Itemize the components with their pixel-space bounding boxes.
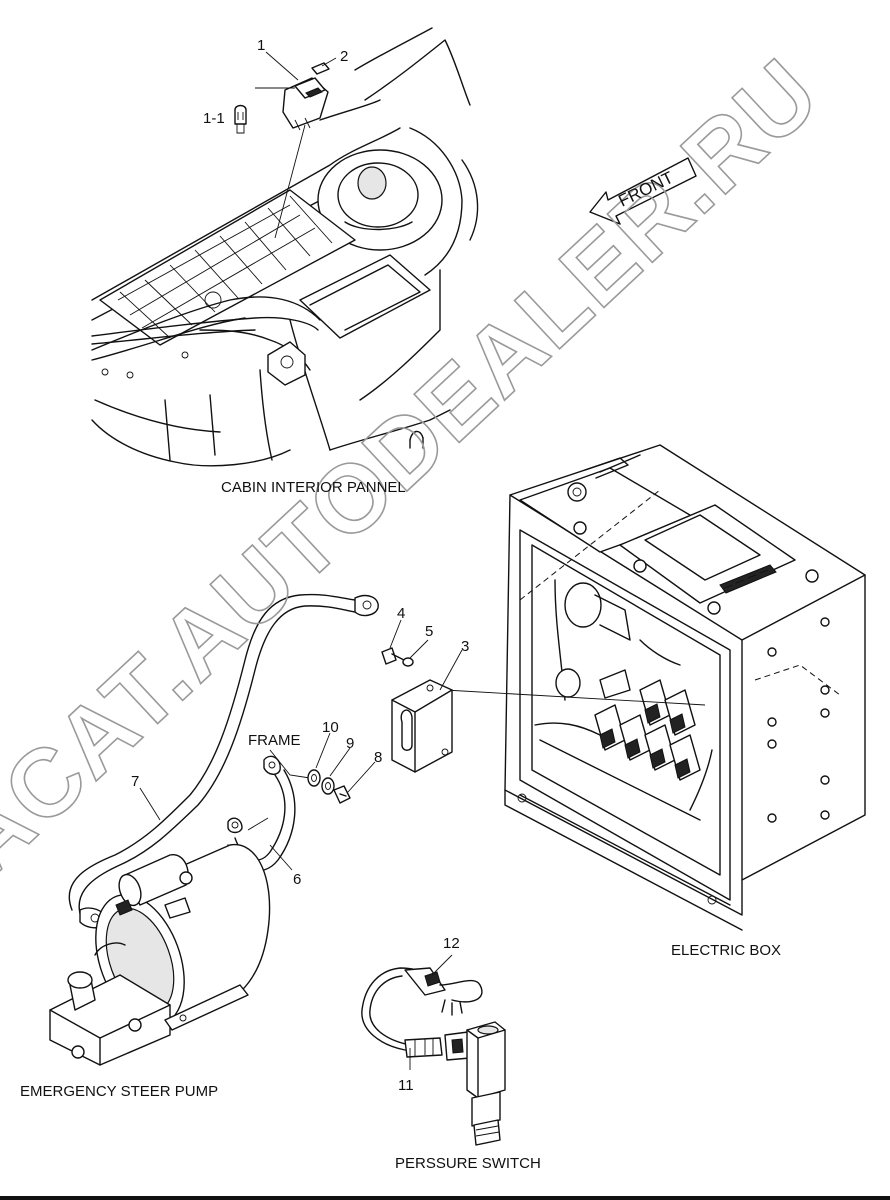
page-bottom-border — [0, 1196, 890, 1200]
flat-washer-part — [307, 769, 321, 787]
callout-10: 10 — [322, 719, 339, 736]
callout-7: 7 — [131, 773, 139, 790]
cabin-interior-panel — [91, 27, 479, 467]
relay-box-part — [391, 679, 453, 773]
callout-1: 1 — [257, 37, 265, 54]
callout-4: 4 — [397, 605, 405, 622]
bulb-icon — [234, 104, 247, 134]
callout-8: 8 — [374, 749, 382, 766]
battery-cable — [68, 593, 379, 929]
callout-2: 2 — [340, 48, 348, 65]
rocker-switch — [282, 62, 330, 131]
caption-cabin-interior-panel: CABIN INTERIOR PANNEL — [221, 479, 406, 496]
electric-box — [504, 444, 866, 931]
vent-grille — [99, 189, 356, 346]
callouts: 1 2 1-1 3 4 5 6 7 8 9 10 11 12 — [131, 37, 469, 1094]
pressure-switch — [361, 967, 506, 1146]
caption-frame: FRAME — [248, 732, 301, 749]
callout-3: 3 — [461, 638, 469, 655]
lock-washer-part — [321, 777, 335, 795]
callout-5: 5 — [425, 623, 433, 640]
callout-11: 11 — [398, 1077, 414, 1094]
caption-emergency-steer-pump: EMERGENCY STEER PUMP — [20, 1083, 218, 1100]
callout-1-1: 1-1 — [203, 110, 225, 127]
switch-cover-part — [311, 62, 330, 75]
bolt-part — [381, 647, 414, 667]
caption-electric-box: ELECTRIC BOX — [671, 942, 781, 959]
callout-12: 12 — [443, 935, 460, 952]
callout-6: 6 — [293, 871, 301, 888]
callout-9: 9 — [346, 735, 354, 752]
front-arrow-icon — [589, 157, 697, 225]
emergency-steer-pump — [49, 843, 271, 1066]
caption-pressure-switch: PERSSURE SWITCH — [395, 1155, 541, 1172]
